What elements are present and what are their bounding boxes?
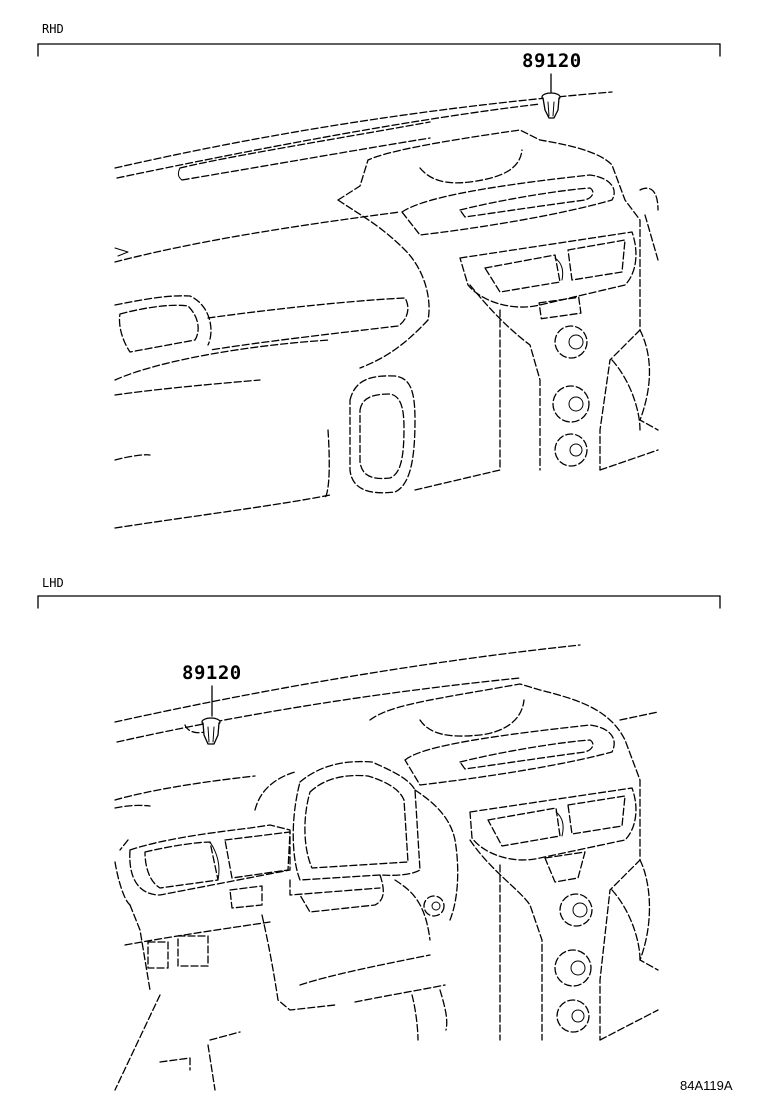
- rhd-center-console: [337, 129, 659, 471]
- lhd-driver-side-vents: [114, 775, 659, 1091]
- rhd-section-bracket: [37, 43, 721, 57]
- rhd-dash-top-edge: [114, 91, 613, 181]
- lhd-center-console: [369, 683, 659, 1041]
- lhd-section-bracket: [37, 595, 721, 609]
- rhd-clip-89120-icon[interactable]: [541, 73, 561, 119]
- lhd-part-number-callout[interactable]: 89120: [182, 662, 242, 684]
- figure-reference-code: 84A119A: [680, 1078, 733, 1093]
- lhd-instrument-cluster: [254, 760, 459, 941]
- lhd-section-label: LHD: [42, 576, 64, 590]
- rhd-passenger-dash-panel: [114, 211, 659, 529]
- lhd-dash-top-edge: [114, 644, 659, 743]
- rhd-section-label: RHD: [42, 22, 64, 36]
- rhd-part-number-callout[interactable]: 89120: [522, 50, 582, 72]
- lhd-clip-89120-icon[interactable]: [201, 685, 221, 745]
- rhd-dashboard-illustration: [37, 43, 721, 529]
